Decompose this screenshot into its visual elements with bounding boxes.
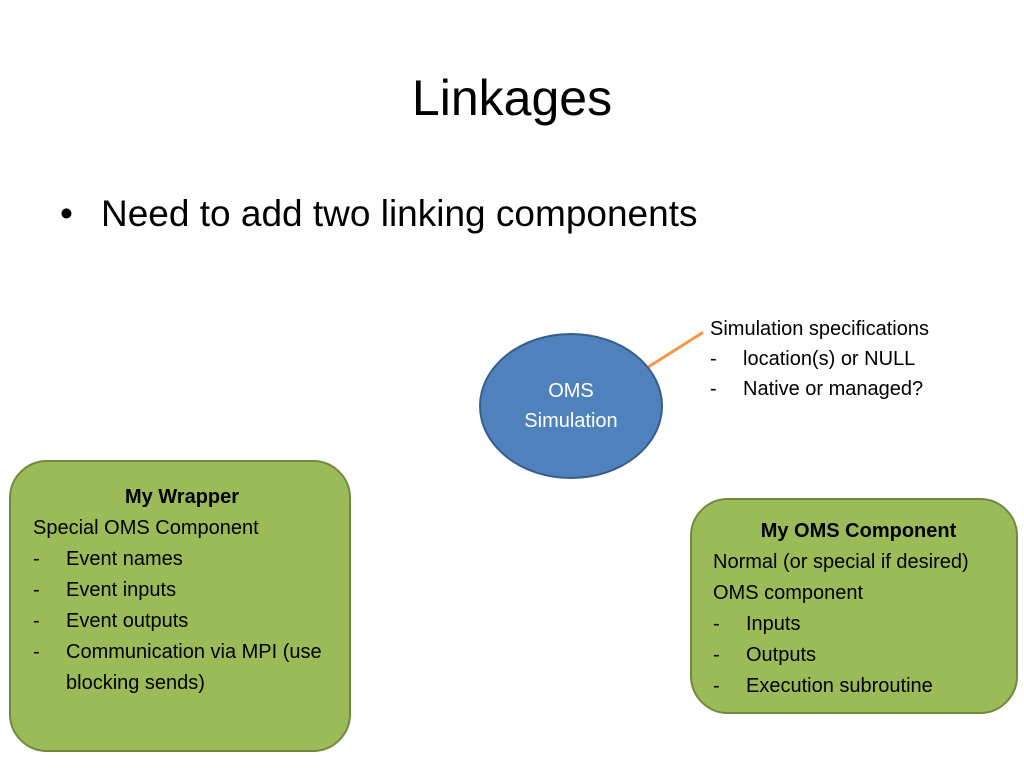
list-item: - Native or managed? [710,374,929,404]
my-wrapper-list: - Event names - Event inputs - Event output… [33,544,331,699]
dash-marker: - [710,348,717,370]
dash-marker: - [33,579,40,601]
list-item: - location(s) or NULL [710,344,929,374]
dash-marker: - [33,548,40,570]
oms-simulation-label-line2: Simulation [524,410,618,432]
list-item-text: Event names [66,548,183,570]
list-item-text: Native or managed? [743,378,924,400]
oms-simulation-ellipse: OMS Simulation [479,333,663,479]
list-item: - Outputs [713,640,1004,671]
simulation-specifications-callout: Simulation specifications - location(s) o… [710,314,929,404]
dash-marker: - [713,644,720,666]
list-item: - Inputs [713,609,1004,640]
dash-marker: - [33,641,40,663]
my-wrapper-box: My Wrapper Special OMS Component - Event … [9,460,351,752]
oms-simulation-label-line1: OMS [548,380,594,402]
my-oms-component-subtitle: Normal (or special if desired) OMS compo… [713,551,969,604]
callout-heading: Simulation specifications [710,318,929,340]
bullet-item: • Need to add two linking components [60,190,697,238]
bullet-marker: • [60,193,73,234]
list-item-text: Inputs [746,613,801,635]
bullet-text: Need to add two linking components [101,193,698,234]
list-item-text: Execution subroutine [746,675,933,697]
dash-marker: - [713,613,720,635]
list-item: - Event names [33,544,331,575]
list-item: - Communication via MPI (use blocking sen… [33,637,331,699]
list-item-text: Outputs [746,644,817,666]
list-item: - Event outputs [33,606,331,637]
list-item: - Event inputs [33,575,331,606]
callout-list: - location(s) or NULL - Native or managed? [710,344,929,404]
slide-title: Linkages [411,70,613,126]
my-oms-component-box: My OMS Component Normal (or special if d… [690,498,1018,714]
my-oms-component-title: My OMS Component [760,520,957,542]
my-wrapper-subtitle: Special OMS Component [33,517,259,539]
dash-marker: - [713,675,720,697]
list-item-text: Event outputs [66,610,189,632]
my-wrapper-title: My Wrapper [124,486,240,508]
dash-marker: - [710,378,717,400]
list-item-text: Communication via MPI (use blocking send… [66,641,322,694]
list-item-text: location(s) or NULL [743,348,916,370]
list-item: - Execution subroutine [713,671,1004,702]
my-oms-component-list: - Inputs - Outputs - Execution subroutine [713,609,1004,702]
list-item-text: Event inputs [66,579,177,601]
dash-marker: - [33,610,40,632]
